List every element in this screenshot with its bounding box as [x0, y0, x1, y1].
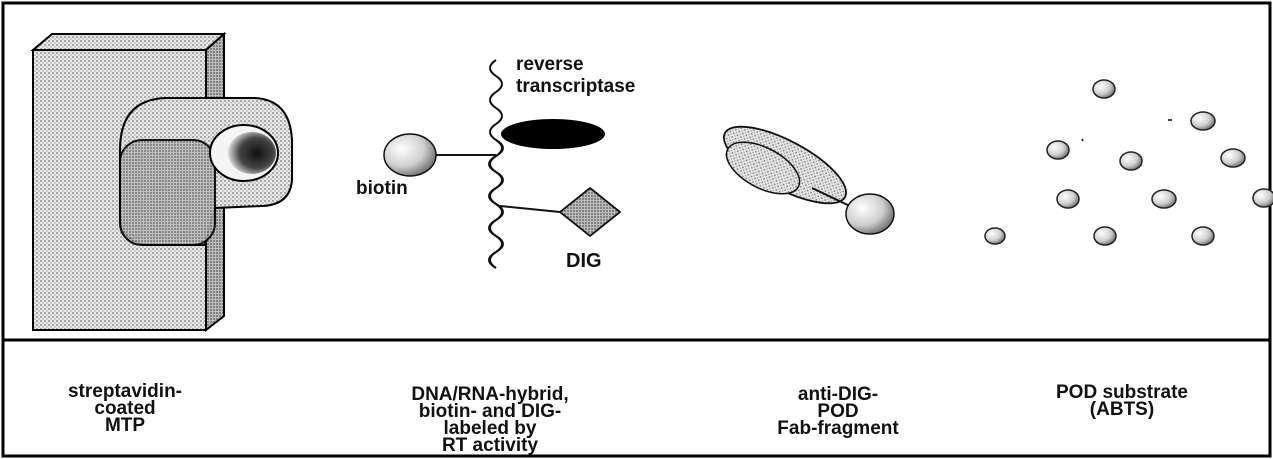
caption-line: MTP	[45, 417, 205, 434]
biotin-ball	[384, 134, 436, 176]
mtp-plate-illustration	[33, 34, 292, 330]
caption-hybrid: DNA/RNA-hybrid, biotin- and DIG- labeled…	[380, 386, 600, 454]
dig-diamond	[560, 188, 620, 236]
caption-mtp: streptavidin- coated MTP	[45, 383, 205, 434]
caption-fab: anti-DIG- POD Fab-fragment	[748, 386, 928, 437]
dig-label: DIG	[566, 250, 602, 273]
caption-substrate: POD substrate (ABTS)	[1022, 384, 1222, 418]
caption-line: (ABTS)	[1022, 401, 1222, 418]
rt-label-line: transcriptase	[516, 76, 635, 98]
caption-line: Fab-fragment	[748, 420, 928, 437]
rt-label-line: reverse	[516, 54, 635, 76]
reverse-transcriptase-label: reverse transcriptase	[516, 54, 635, 98]
reverse-transcriptase-shape	[501, 119, 605, 149]
biotin-group	[384, 134, 496, 176]
dna-rna-helix	[489, 60, 503, 268]
dig-group	[500, 188, 620, 236]
biotin-label: biotin	[356, 178, 408, 200]
fab-fragment-illustration	[714, 112, 894, 234]
substrate-circles	[985, 80, 1273, 245]
caption-line: RT activity	[380, 437, 600, 454]
pod-ball	[846, 194, 894, 234]
